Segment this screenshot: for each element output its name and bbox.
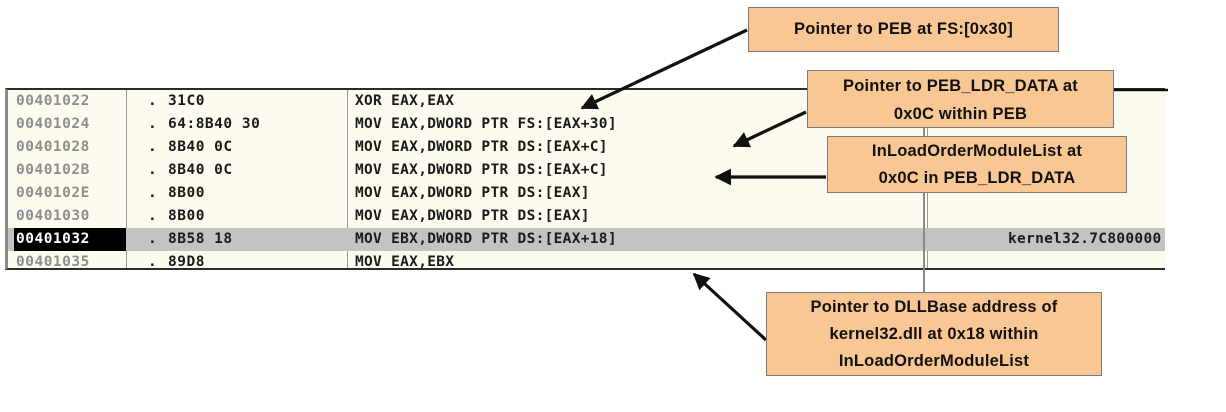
table-row-selected[interactable]: 00401032 . 8B58 18 MOV EBX,DWORD PTR DS:… bbox=[8, 228, 1165, 251]
row-marker: . bbox=[148, 208, 157, 224]
row-opcode-bytes: 31C0 bbox=[168, 93, 205, 109]
row-instruction: MOV EAX,DWORD PTR DS:[EAX] bbox=[355, 185, 590, 201]
row-marker: . bbox=[148, 231, 157, 247]
table-row[interactable]: 00401022 . 31C0 XOR EAX,EAX bbox=[8, 90, 1165, 113]
row-instruction: XOR EAX,EAX bbox=[355, 93, 455, 109]
row-address: 00401028 bbox=[16, 139, 90, 155]
row-instruction: MOV EAX,EBX bbox=[355, 254, 455, 270]
callout-peb-ldr-line-1: Pointer to PEB_LDR_DATA at bbox=[843, 77, 1078, 95]
arrow-dllbase bbox=[692, 272, 768, 342]
callout-peb-ldr-line-2: 0x0C within PEB bbox=[893, 105, 1028, 123]
row-address: 0040102B bbox=[16, 162, 90, 178]
row-instruction: MOV EAX,DWORD PTR DS:[EAX+C] bbox=[355, 139, 608, 155]
row-opcode-bytes: 8B40 0C bbox=[168, 139, 233, 155]
table-row[interactable]: 00401024 . 64:8B40 30 MOV EAX,DWORD PTR … bbox=[8, 113, 1165, 136]
row-opcode-bytes: 8B40 0C bbox=[168, 162, 233, 178]
row-opcode-bytes: 89D8 bbox=[168, 254, 205, 270]
callout-peb-ldr-data: Pointer to PEB_LDR_DATA at 0x0C within P… bbox=[807, 70, 1114, 128]
callout-dllbase-line-3: InLoadOrderModuleList bbox=[838, 352, 1030, 370]
table-row[interactable]: 00401035 . 89D8 MOV EAX,EBX bbox=[8, 251, 1165, 274]
table-row[interactable]: 00401028 . 8B40 0C MOV EAX,DWORD PTR DS:… bbox=[8, 136, 1165, 159]
row-address: 00401024 bbox=[16, 116, 90, 132]
column-separator-instruction bbox=[347, 90, 348, 268]
row-marker: . bbox=[148, 139, 157, 155]
arrow-peb bbox=[580, 28, 748, 110]
row-address: 00401022 bbox=[16, 93, 90, 109]
callout-inloadordermodulelist: InLoadOrderModuleList at 0x0C in PEB_LDR… bbox=[827, 136, 1127, 193]
table-row[interactable]: 00401030 . 8B00 MOV EAX,DWORD PTR DS:[EA… bbox=[8, 205, 1165, 228]
row-opcode-bytes: 64:8B40 30 bbox=[168, 116, 261, 132]
row-address: 00401030 bbox=[16, 208, 90, 224]
callout-inload-line-1: InLoadOrderModuleList at bbox=[871, 142, 1083, 160]
row-address: 00401035 bbox=[16, 254, 90, 270]
table-row[interactable]: 0040102E . 8B00 MOV EAX,DWORD PTR DS:[EA… bbox=[8, 182, 1165, 205]
callout-inload-line-2: 0x0C in PEB_LDR_DATA bbox=[878, 169, 1076, 187]
row-address: 00401032 bbox=[14, 228, 126, 251]
arrow-peb-ldr bbox=[732, 110, 807, 148]
row-marker: . bbox=[148, 185, 157, 201]
column-separator-address bbox=[126, 90, 127, 268]
callout-peb: Pointer to PEB at FS:[0x30] bbox=[748, 7, 1059, 52]
callout-peb-line-1: Pointer to PEB at FS:[0x30] bbox=[793, 20, 1014, 38]
row-opcode-bytes: 8B00 bbox=[168, 208, 205, 224]
row-address: 0040102E bbox=[16, 185, 90, 201]
row-opcode-bytes: 8B58 18 bbox=[168, 231, 233, 247]
row-marker: . bbox=[148, 162, 157, 178]
row-marker: . bbox=[148, 93, 157, 109]
row-comment: kernel32.7C800000 bbox=[1008, 231, 1162, 247]
table-row[interactable]: 0040102B . 8B40 0C MOV EAX,DWORD PTR DS:… bbox=[8, 159, 1165, 182]
row-instruction: MOV EAX,DWORD PTR DS:[EAX+C] bbox=[355, 162, 608, 178]
row-opcode-bytes: 8B00 bbox=[168, 185, 205, 201]
callout-dllbase: Pointer to DLLBase address of kernel32.d… bbox=[766, 292, 1102, 376]
row-instruction: MOV EAX,DWORD PTR DS:[EAX] bbox=[355, 208, 590, 224]
callout-dllbase-line-2: kernel32.dll at 0x18 within bbox=[829, 325, 1039, 343]
row-instruction: MOV EBX,DWORD PTR DS:[EAX+18] bbox=[355, 231, 617, 247]
row-marker: . bbox=[148, 116, 157, 132]
callout-dllbase-line-1: Pointer to DLLBase address of bbox=[810, 298, 1058, 316]
row-marker: . bbox=[148, 254, 157, 270]
row-instruction: MOV EAX,DWORD PTR FS:[EAX+30] bbox=[355, 116, 617, 132]
